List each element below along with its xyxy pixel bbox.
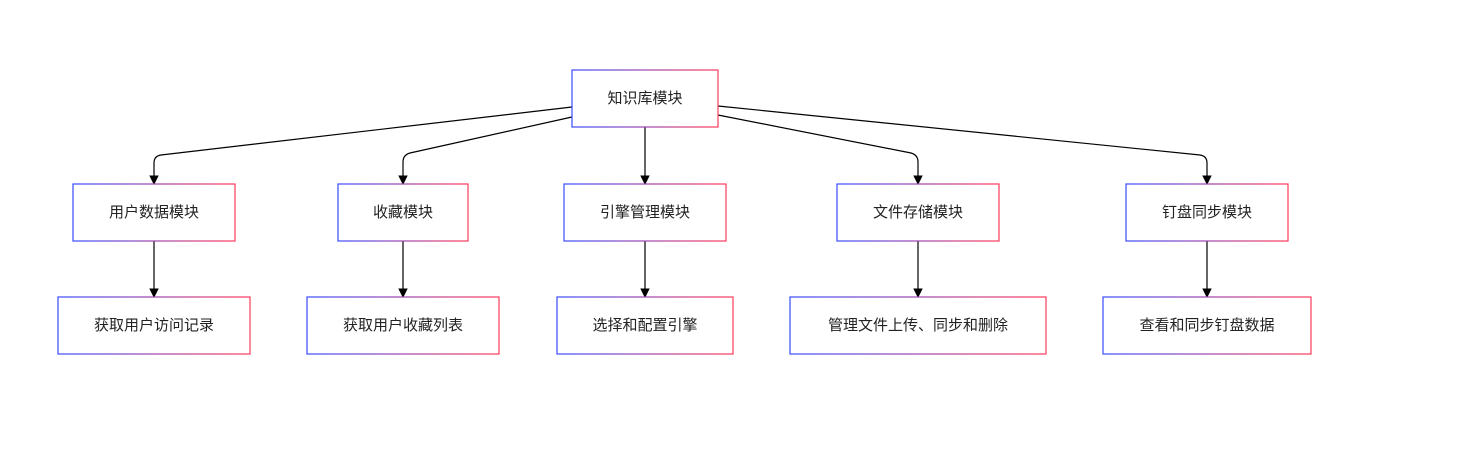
node-module-user-data-label: 用户数据模块 (109, 203, 199, 221)
node-detail-dingpan-sync[interactable]: 查看和同步钉盘数据 (1102, 296, 1312, 355)
node-module-file-storage[interactable]: 文件存储模块 (836, 183, 1000, 242)
node-module-dingpan-sync-label: 钉盘同步模块 (1162, 203, 1252, 221)
node-detail-favorites[interactable]: 获取用户收藏列表 (306, 296, 500, 355)
node-root-label: 知识库模块 (607, 89, 682, 107)
node-detail-file-storage[interactable]: 管理文件上传、同步和删除 (789, 296, 1047, 355)
node-module-engine-label: 引擎管理模块 (600, 203, 690, 221)
node-module-user-data[interactable]: 用户数据模块 (72, 183, 236, 242)
edge-root-to-dingpan-sync (717, 105, 1212, 185)
node-module-favorites[interactable]: 收藏模块 (337, 183, 469, 242)
edge-root-to-user-data (149, 106, 573, 185)
node-detail-user-data[interactable]: 获取用户访问记录 (57, 296, 251, 355)
node-root[interactable]: 知识库模块 (571, 69, 719, 128)
node-detail-engine[interactable]: 选择和配置引擎 (556, 296, 734, 355)
node-detail-engine-label: 选择和配置引擎 (592, 316, 697, 334)
node-detail-dingpan-sync-label: 查看和同步钉盘数据 (1139, 316, 1274, 334)
node-module-engine[interactable]: 引擎管理模块 (563, 183, 727, 242)
node-detail-file-storage-label: 管理文件上传、同步和删除 (828, 316, 1008, 334)
node-detail-user-data-label: 获取用户访问记录 (94, 316, 214, 334)
node-module-favorites-label: 收藏模块 (373, 203, 433, 221)
node-module-file-storage-label: 文件存储模块 (873, 203, 963, 221)
edges-layer (149, 105, 1212, 298)
node-module-dingpan-sync[interactable]: 钉盘同步模块 (1125, 183, 1289, 242)
edge-root-to-favorites (398, 116, 573, 185)
edge-root-to-file-storage (717, 114, 923, 185)
node-detail-favorites-label: 获取用户收藏列表 (343, 316, 463, 334)
